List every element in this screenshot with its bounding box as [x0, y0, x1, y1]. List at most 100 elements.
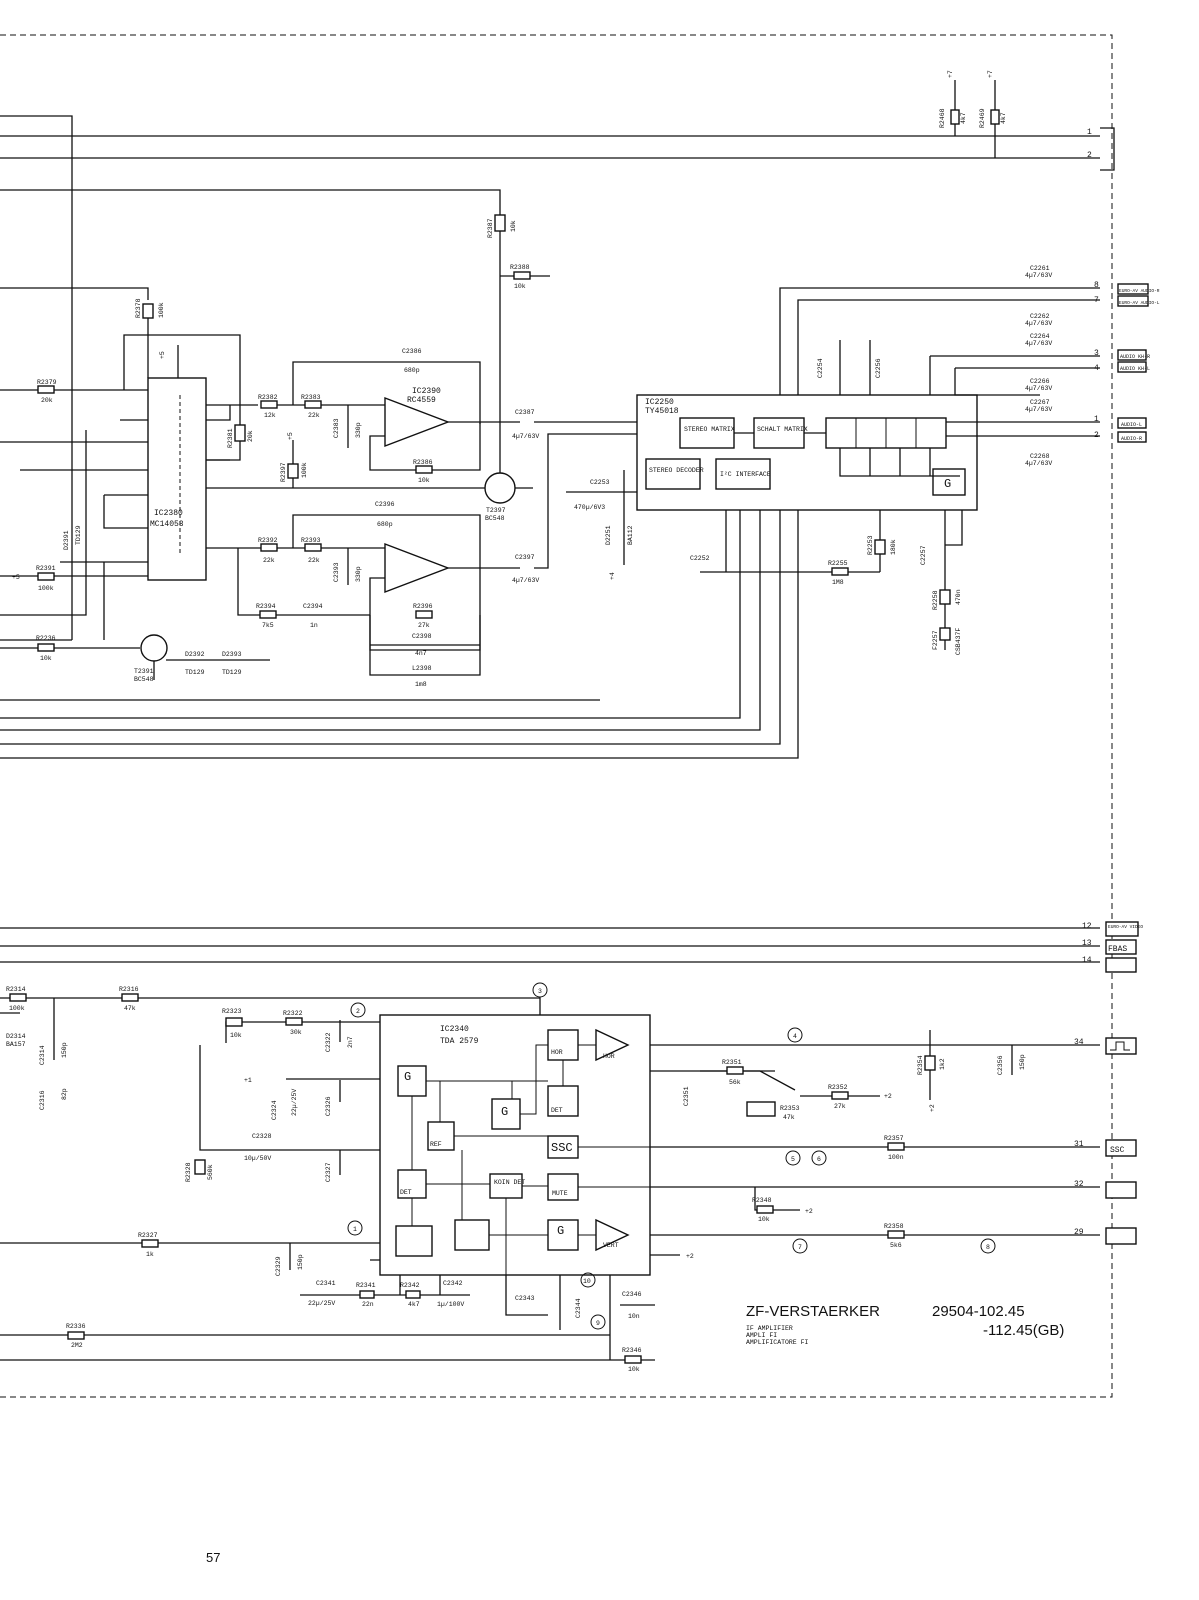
connector-ramp[interactable] [1105, 957, 1137, 973]
wire [0, 647, 270, 680]
connector-fbas[interactable] [1105, 939, 1137, 955]
connector-audio-r[interactable] [1117, 431, 1147, 443]
label: 330p [355, 566, 362, 582]
label: 6 [817, 1156, 821, 1163]
label: 330p [355, 422, 362, 438]
potentiometer-r2323[interactable] [225, 1017, 243, 1027]
wire [0, 189, 501, 250]
pin-label: 1 [1094, 415, 1099, 424]
measure-point-1 [347, 1220, 363, 1236]
connector-hor-pulse[interactable] [1105, 1037, 1137, 1055]
label: C2327 [325, 1162, 332, 1182]
label: AUDIO-R [1121, 436, 1142, 442]
label: EURO-AV AUDIO-R [1119, 288, 1160, 294]
wire [0, 1275, 655, 1361]
label: DET [400, 1189, 412, 1196]
title-code-2: -112.45(GB) [983, 1322, 1064, 1339]
label: R2358 [884, 1223, 904, 1230]
pin-label: 12 [1082, 922, 1092, 931]
connector-euro-av-audio-l[interactable] [1117, 295, 1149, 307]
resistor-r2382 [260, 400, 278, 409]
label: +1 [244, 1077, 252, 1084]
label: 4µ7/63V [1025, 272, 1052, 279]
label: 10k [514, 283, 526, 290]
label: 4µ7/63V [1025, 320, 1052, 327]
label: 1n [310, 622, 318, 629]
resistor-r2342 [405, 1290, 421, 1299]
wire [650, 1030, 1100, 1256]
connector-euro-av-audio-r[interactable] [1117, 283, 1149, 295]
resistor-r2255 [831, 567, 849, 576]
label: R2328 [185, 1162, 192, 1182]
label: 5k6 [890, 1242, 902, 1249]
resistor-r2352 [831, 1091, 849, 1100]
label: C2268 [1030, 453, 1050, 460]
connector-1-2[interactable] [1100, 127, 1115, 171]
measure-point-3 [532, 982, 548, 998]
pin-label: 3 [1094, 349, 1099, 358]
wire [0, 1242, 380, 1270]
resistor-r2387 [494, 214, 506, 232]
connector-mute[interactable] [1105, 1181, 1137, 1199]
label: C2387 [515, 409, 535, 416]
label: R2469 [979, 108, 986, 128]
label: R2342 [400, 1282, 420, 1289]
wire [855, 418, 917, 448]
wire [700, 1070, 880, 1097]
label: 4µ7/63V [1025, 406, 1052, 413]
adjust-hor-freq[interactable] [746, 1101, 776, 1117]
label: STEREO MATRIX [684, 426, 735, 433]
resistor-r2328 [194, 1159, 206, 1175]
connector-audio-l[interactable] [1117, 417, 1147, 429]
pin-label: 32 [1074, 1180, 1084, 1189]
block-g-hor [397, 1065, 427, 1097]
label: C2261 [1030, 265, 1050, 272]
label: KOIN DET [494, 1179, 525, 1186]
wire [300, 1259, 470, 1296]
measure-point-6 [811, 1150, 827, 1166]
label: R2353 [780, 1105, 800, 1112]
label: 4µ7/63V [1025, 385, 1052, 392]
label: C2393 [333, 562, 340, 582]
connector-audio-kh-r[interactable] [1117, 349, 1147, 361]
resistor-r2357 [887, 1142, 905, 1151]
label: C2386 [402, 348, 422, 355]
ic2390-opamp [384, 396, 450, 448]
label: C2257 [920, 545, 927, 565]
label: C2324 [271, 1100, 278, 1120]
measure-point-9 [590, 1314, 606, 1330]
resistor-r2314 [9, 993, 27, 1002]
label: 12k [264, 412, 276, 419]
label: 10k [40, 655, 52, 662]
label: C2356 [997, 1055, 1004, 1075]
measure-point-7 [792, 1238, 808, 1254]
label: 470n [955, 589, 962, 605]
resistor-r2379 [37, 385, 55, 394]
label: +5 [12, 574, 20, 581]
label: R2396 [413, 603, 433, 610]
ic2390-name: IC2390 [412, 387, 441, 396]
ic2380-box [147, 377, 207, 581]
connector-vert[interactable] [1105, 1227, 1137, 1245]
label: 7 [798, 1244, 802, 1251]
label: +2 [929, 1104, 936, 1112]
resistor-r2393 [304, 543, 322, 552]
transistor-t2397 [484, 472, 516, 504]
label: R2394 [256, 603, 276, 610]
resistor-r2392 [260, 543, 278, 552]
label: L2398 [412, 665, 432, 672]
resistor-r2316 [121, 993, 139, 1002]
resistor-r2396 [415, 610, 433, 619]
label: 22µ/25V [308, 1300, 335, 1307]
label: 100k [158, 302, 165, 318]
connector-ssc[interactable] [1105, 1139, 1137, 1157]
connector-euro-av-video[interactable] [1105, 921, 1139, 937]
internal-wire [411, 1044, 650, 1280]
label: R2346 [622, 1347, 642, 1354]
label: 10n [628, 1313, 640, 1320]
label: 30k [290, 1029, 302, 1036]
label: 3 [538, 988, 542, 995]
block-det-2 [547, 1085, 579, 1117]
connector-audio-kh-l[interactable] [1117, 361, 1147, 373]
pin-label: 4 [1094, 364, 1099, 373]
